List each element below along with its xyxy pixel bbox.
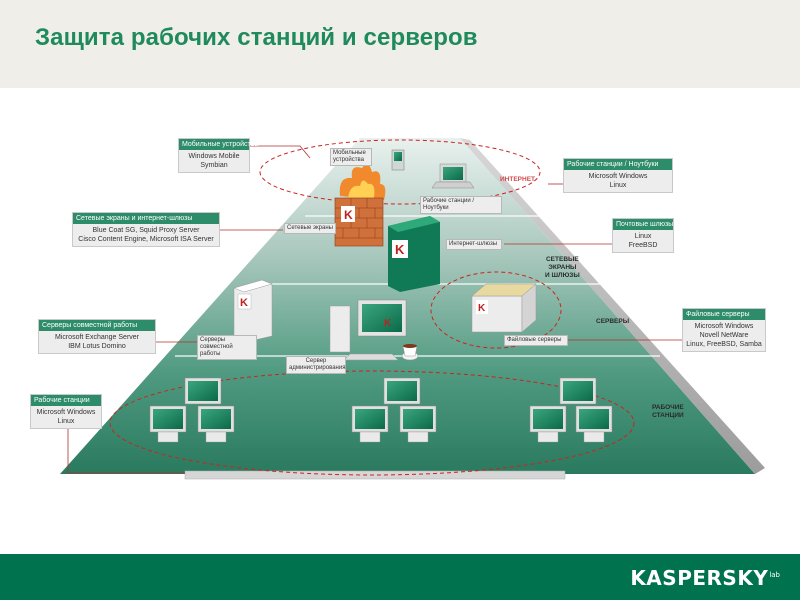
mobile-device-icon xyxy=(391,149,405,171)
gateway-server-icon: K xyxy=(388,216,440,292)
kaspersky-logo: KASPERSKYlab xyxy=(630,566,780,590)
svg-text:K: K xyxy=(344,208,353,222)
callout-workstations-body: Microsoft Windows Linux xyxy=(36,409,96,425)
callout-laptops: Рабочие станции / Ноутбуки Microsoft Win… xyxy=(563,158,673,193)
logo-wordmark: KASPERSKY xyxy=(630,566,769,590)
slide-title: Защита рабочих станций и серверов xyxy=(35,24,478,51)
file-server-ellipse xyxy=(430,271,562,349)
collab-server-icon: K xyxy=(233,279,273,343)
file-server-icon: K xyxy=(471,283,537,333)
network-pyramid-diagram: K K K xyxy=(0,88,800,554)
level-label-servers: СЕРВЕРЫ xyxy=(596,318,630,325)
tag-laptops: Рабочие станции / Ноутбуки xyxy=(420,196,502,214)
callout-file-body: Microsoft Windows Novell NetWare Linux, … xyxy=(686,323,762,348)
callout-laptops-body: Microsoft Windows Linux xyxy=(588,173,648,189)
mobile-ellipse xyxy=(259,139,541,205)
callout-collab-body: Microsoft Exchange Server IBM Lotus Domi… xyxy=(54,334,140,350)
callout-laptops-header: Рабочие станции / Ноутбуки xyxy=(564,159,672,170)
admin-server-icon: K xyxy=(329,299,407,361)
callout-collab: Серверы совместной работы Microsoft Exch… xyxy=(38,319,156,354)
callout-firewalls-body: Blue Coat SG, Squid Proxy Server Cisco C… xyxy=(78,227,214,243)
slide-footer: KASPERSKYlab xyxy=(0,554,800,600)
coffee-cup-icon xyxy=(401,344,419,361)
level-label-workstations: РАБОЧИЕ СТАНЦИИ xyxy=(652,404,684,419)
level-label-internet: ИНТЕРНЕТ xyxy=(500,176,536,183)
connector-lines xyxy=(67,145,682,474)
callout-mobile-body: Windows Mobile Symbian xyxy=(188,153,240,169)
tag-file-servers: Файловые серверы xyxy=(504,335,568,346)
tag-mobile: Мобильные устройства xyxy=(330,148,372,166)
callout-workstations: Рабочие станции Microsoft Windows Linux xyxy=(30,394,102,429)
tag-admin: Сервер администрирования xyxy=(286,356,346,374)
callout-workstations-header: Рабочие станции xyxy=(31,395,101,406)
pyramid-right-edge xyxy=(460,138,765,474)
pyramid-graphic: K K K xyxy=(60,138,765,480)
workstation-cluster-left xyxy=(149,377,235,443)
svg-text:K: K xyxy=(384,318,392,329)
callout-file: Файловые серверы Microsoft Windows Novel… xyxy=(682,308,766,352)
callout-mail-body: Linux FreeBSD xyxy=(628,233,658,249)
callout-mobile-header: Мобильные устройства xyxy=(179,139,258,150)
callout-mail-header: Почтовые шлюзы xyxy=(613,219,673,230)
laptop-icon xyxy=(431,163,475,189)
callout-mail: Почтовые шлюзы Linux FreeBSD xyxy=(612,218,674,253)
tag-firewalls: Сетевые экраны xyxy=(284,223,336,234)
level-label-network: СЕТЕВЫЕ ЭКРАНЫ И ШЛЮЗЫ xyxy=(545,256,580,279)
svg-text:K: K xyxy=(395,242,405,257)
logo-suffix: lab xyxy=(769,571,780,580)
workstation-cluster-center xyxy=(351,377,437,443)
svg-text:K: K xyxy=(478,303,486,314)
callout-collab-header: Серверы совместной работы xyxy=(39,320,155,331)
callout-firewalls: Сетевые экраны и интернет-шлюзы Blue Coa… xyxy=(72,212,220,247)
slide-header: Защита рабочих станций и серверов xyxy=(0,0,800,88)
tag-collab: Серверы совместной работы xyxy=(197,335,257,360)
callout-firewalls-header: Сетевые экраны и интернет-шлюзы xyxy=(73,213,219,224)
workstation-ellipse xyxy=(109,370,635,476)
svg-text:K: K xyxy=(240,297,248,309)
callout-mobile: Мобильные устройства Windows Mobile Symb… xyxy=(178,138,258,173)
base-slab xyxy=(184,470,566,480)
firewall-icon: K xyxy=(334,163,386,247)
workstation-cluster-right xyxy=(529,377,613,443)
callout-file-header: Файловые серверы xyxy=(683,309,765,320)
tag-gateways: Интернет-шлюзы xyxy=(446,239,502,250)
